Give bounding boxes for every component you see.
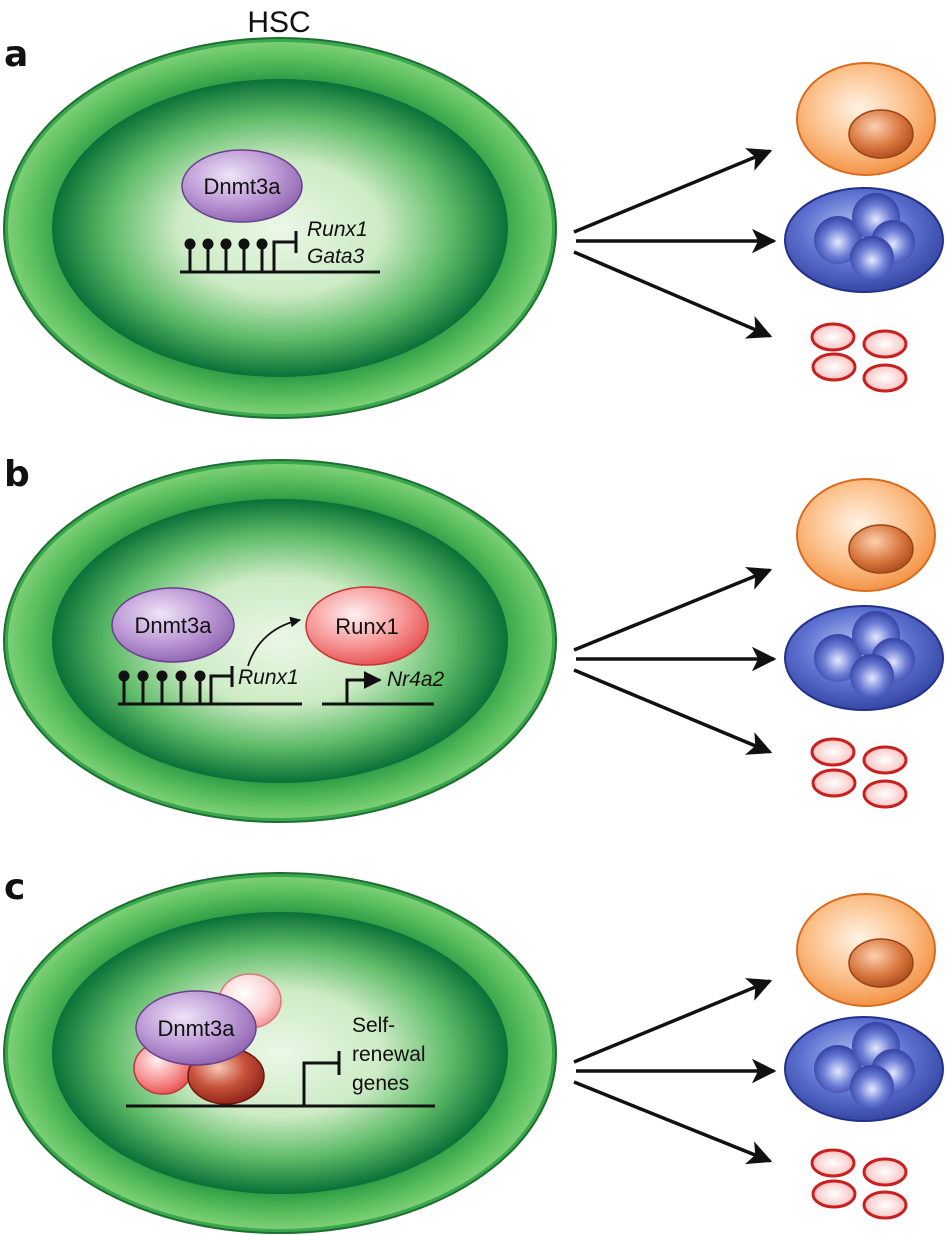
hsc-cell-a xyxy=(3,37,557,419)
hsc-title: HSC xyxy=(247,6,310,39)
gene-label-nr4a2-b: Nr4a2 xyxy=(387,668,445,691)
panel-letter-c: c xyxy=(4,867,25,908)
blocked-promoter-symbol-a xyxy=(272,240,296,272)
hsc-cell-c xyxy=(3,872,557,1234)
runx1-protein-b: Runx1 xyxy=(305,586,429,666)
arrow-to-erythroid-c xyxy=(573,1080,773,1165)
orange-cell-a xyxy=(796,62,936,176)
arrow-to-erythroid-b xyxy=(573,668,773,755)
arrow-to-myeloid-a xyxy=(573,148,773,234)
differentiation-arrows-b xyxy=(573,566,777,755)
blocked-promoter-symbol-b xyxy=(209,674,232,704)
lobed-nucleus-b xyxy=(814,611,915,698)
panel-a: a Dnmt3a Runx1 Gata3 xyxy=(3,34,944,419)
blue-cell-b xyxy=(784,605,944,711)
dnmt3a-protein-a: Dnmt3a xyxy=(181,149,303,223)
panel-letter-a: a xyxy=(4,34,28,75)
gene-label-runx1-b: Runx1 xyxy=(238,666,299,689)
expression-arrow-b xyxy=(247,616,302,667)
lobed-nucleus-a xyxy=(814,193,915,280)
orange-cell-b xyxy=(796,478,936,592)
dnmt3a-protein-b: Dnmt3a xyxy=(111,587,235,663)
blue-cell-a xyxy=(784,187,944,293)
differentiation-arrows-c xyxy=(573,978,777,1165)
active-promoter-arrow-b xyxy=(345,671,382,704)
active-promoter-b xyxy=(322,671,434,706)
target-label-line-3: genes xyxy=(352,1072,409,1095)
dnmt3a-protein-c xyxy=(135,990,257,1066)
blocked-promoter-symbol-c xyxy=(302,1061,339,1106)
dnmt3a-complex-c: Dnmt3a xyxy=(133,973,282,1105)
arrow-to-myeloid-b xyxy=(573,566,773,652)
methylated-promoter-a xyxy=(180,231,380,274)
panel-b: b Dnmt3a Runx1 Runx1 xyxy=(3,454,944,823)
panel-letter-b: b xyxy=(4,454,30,495)
runx1-tf-label-b: Runx1 xyxy=(335,614,399,639)
red-blood-cells-c xyxy=(810,1148,908,1220)
self-renewal-genes-label: Self- renewal genes xyxy=(352,1014,426,1095)
hsc-cell-b xyxy=(3,459,557,823)
red-blood-cells-a xyxy=(810,322,908,393)
orange-cell-c xyxy=(796,893,936,1007)
target-label-line-2: renewal xyxy=(352,1043,426,1066)
dnmt3a-label-c: Dnmt3a xyxy=(157,1016,235,1041)
gene-label-gata3-a: Gata3 xyxy=(307,245,365,268)
gene-label-runx1-a: Runx1 xyxy=(307,218,368,241)
dnmt3a-label-b: Dnmt3a xyxy=(134,613,212,638)
differentiation-arrows-a xyxy=(573,148,777,339)
dnmt3a-label-a: Dnmt3a xyxy=(203,174,281,199)
blue-cell-c xyxy=(784,1016,944,1122)
arrow-to-erythroid-a xyxy=(573,250,773,339)
methylated-promoter-b xyxy=(117,666,302,706)
panel-c: c Dnmt3a Self- renewal genes xyxy=(3,867,944,1234)
arrow-to-myeloid-c xyxy=(573,978,773,1064)
target-label-line-1: Self- xyxy=(352,1014,395,1037)
lobed-nucleus-c xyxy=(814,1022,915,1109)
target-promoter-c xyxy=(126,1051,435,1108)
red-blood-cells-b xyxy=(810,737,908,809)
